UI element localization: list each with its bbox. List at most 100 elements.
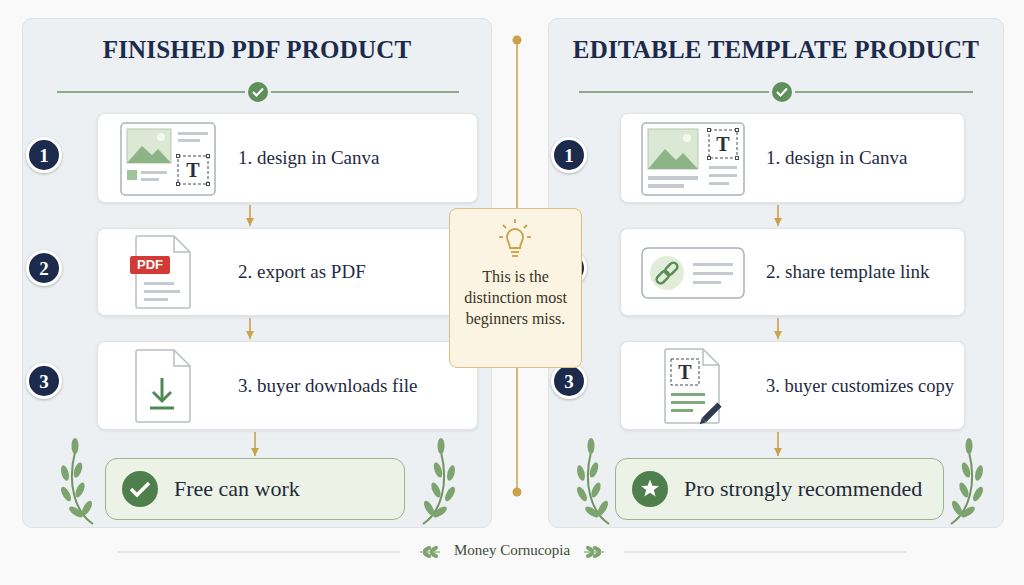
laurel [431, 505, 448, 520]
download-icon [161, 378, 164, 400]
divider-dot [513, 488, 522, 497]
laurel [446, 464, 457, 481]
step-text: 3. buyer downloads file [238, 375, 417, 397]
layout-icon [120, 122, 216, 196]
flow-arrow [254, 432, 256, 456]
step-card: 3. buyer downloads file [97, 341, 478, 430]
edit-copy-icon [671, 393, 705, 396]
laurel [80, 499, 94, 516]
link-icon [663, 261, 679, 277]
laurel [59, 485, 73, 502]
laurel [957, 481, 970, 498]
footer-sprig [585, 551, 595, 559]
step-number: 3 [26, 363, 62, 399]
edit-copy-icon [698, 402, 722, 426]
laurel [576, 464, 587, 481]
step-card: 3. buyer customizes copyT [620, 341, 965, 430]
layout-icon [708, 129, 711, 132]
flow-arrow [777, 318, 779, 339]
step-number: 3 [551, 363, 587, 399]
edit-copy-icon [671, 359, 699, 385]
pdf-file-icon [174, 236, 190, 252]
edit-copy-icon [698, 418, 706, 426]
footer-sprig [584, 551, 604, 552]
layout-icon [709, 130, 737, 158]
pdf-file-icon [144, 282, 174, 285]
layout-icon [709, 182, 729, 185]
file-type-badge: PDF [130, 256, 170, 274]
step-number-text: 1 [564, 146, 574, 165]
flow-arrow [777, 432, 779, 456]
edit-copy-icon [702, 402, 722, 422]
verdict-pill: Pro strongly recommended [615, 458, 944, 520]
link-icon [693, 272, 733, 275]
footer-rule [118, 551, 400, 552]
edit-copy-icon [671, 409, 693, 412]
layout-icon [709, 174, 737, 177]
laurel [588, 461, 600, 478]
layout-icon [177, 183, 180, 186]
link-icon [693, 281, 721, 284]
link-icon [655, 261, 679, 285]
flow-arrow [777, 205, 779, 226]
footer-sprig [592, 545, 602, 553]
edit-copy-icon [703, 349, 719, 365]
laurel [60, 464, 71, 481]
link-icon [655, 269, 671, 285]
panel-decoration [795, 91, 973, 93]
step-card: 1. design in CanvaT [620, 113, 965, 203]
panel-decoration [579, 91, 769, 93]
panel-decoration [57, 91, 245, 93]
laurel [443, 485, 457, 502]
panel-decoration [777, 89, 787, 96]
laurel [432, 461, 444, 478]
layout-icon [642, 123, 744, 195]
verdict-pill: Free can work [105, 458, 405, 520]
laurel [72, 438, 79, 454]
step-card: 1. design in CanvaT [97, 113, 478, 203]
lightbulb-icon [524, 225, 527, 228]
step-text: 2. share template link [766, 261, 930, 283]
verdict-text: Pro strongly recommended [684, 476, 922, 502]
star-badge [632, 471, 668, 507]
link-icon [650, 256, 684, 290]
edit-copy-icon [671, 401, 705, 404]
step-number-text: 3 [564, 372, 574, 391]
layout-icon [157, 133, 165, 141]
laurel [72, 461, 84, 478]
laurel [583, 505, 600, 520]
download-icon [153, 392, 171, 401]
footer-sprig [585, 545, 595, 553]
lightbulb-icon [527, 236, 531, 238]
panel-title: FINISHED PDF PRODUCT [103, 36, 412, 64]
lightbulb-icon [499, 219, 531, 256]
footer-sprig [420, 545, 440, 559]
edit-copy-icon [661, 347, 725, 427]
step-number-text: 1 [39, 146, 49, 165]
laurel [438, 438, 445, 454]
flow-arrow [249, 318, 251, 339]
check-badge [131, 483, 149, 495]
lightbulb-icon [503, 225, 506, 228]
footer-sprig [584, 545, 604, 559]
step-text: 2. export as PDF [238, 261, 366, 283]
icon-letter: T [671, 359, 699, 385]
download-icon [136, 350, 190, 422]
panel-decoration [248, 82, 268, 102]
laurel [422, 438, 457, 524]
laurel [59, 438, 94, 524]
icon-letter: T [178, 156, 208, 184]
step-card: 2. export as PDF PDF [97, 228, 478, 316]
layout-icon [207, 155, 210, 158]
product-panel: EDITABLE TEMPLATE PRODUCT1 1. design in … [548, 18, 1004, 528]
link-icon [641, 247, 745, 299]
layout-icon [736, 157, 739, 160]
lightbulb-icon [511, 251, 519, 253]
footer-rule [624, 551, 906, 552]
step-text: 1. design in Canva [766, 147, 907, 169]
verdict-text: Free can work [174, 476, 300, 502]
layout-icon [127, 170, 137, 180]
layout-icon [683, 134, 691, 142]
pdf-file-icon [144, 298, 168, 301]
divider-dot [513, 36, 522, 45]
